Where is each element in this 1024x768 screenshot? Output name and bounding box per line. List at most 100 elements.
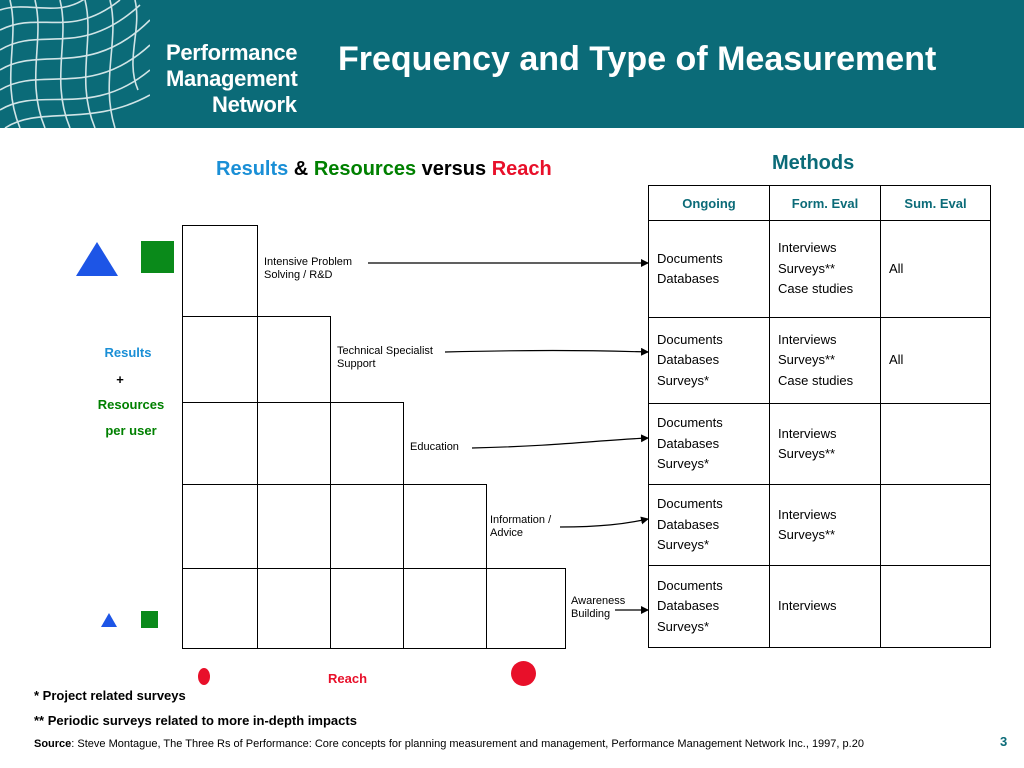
plus-label: + bbox=[116, 372, 124, 387]
header-bar: Performance Management Network Frequency… bbox=[0, 0, 1024, 128]
subtitle-reach: Reach bbox=[491, 158, 552, 180]
form-eval-cell: Interviews bbox=[769, 565, 881, 648]
source-text: : Steve Montague, The Three Rs of Perfor… bbox=[71, 738, 864, 750]
cell-line: Documents bbox=[657, 496, 723, 512]
source-label: Source bbox=[34, 738, 72, 750]
stair-cell bbox=[330, 568, 404, 649]
cell-line: Databases bbox=[657, 352, 720, 368]
subtitle-results: Results bbox=[216, 158, 289, 180]
methods-title: Methods bbox=[772, 152, 855, 174]
source-citation: Source: Steve Montague, The Three Rs of … bbox=[34, 738, 864, 750]
subtitle: Results & Resources versus Reach bbox=[216, 158, 552, 181]
footnote-2: ** Periodic surveys related to more in-d… bbox=[34, 713, 357, 728]
cell-line: Interviews bbox=[778, 598, 837, 614]
level-label-1: Intensive Problem Solving / R&D bbox=[264, 256, 353, 281]
stair-cell bbox=[257, 402, 331, 485]
cell-line: Interviews bbox=[778, 425, 837, 441]
cell-line: Surveys** bbox=[778, 527, 836, 542]
stair-cell bbox=[182, 316, 258, 403]
arrow-icon bbox=[471, 434, 649, 449]
stair-cell bbox=[182, 568, 258, 649]
header-ongoing: Ongoing bbox=[648, 185, 770, 221]
results-label: Results bbox=[104, 345, 152, 360]
stair-cell bbox=[330, 484, 404, 569]
subtitle-versus: versus bbox=[416, 158, 492, 180]
footnote-1: * Project related surveys bbox=[34, 688, 186, 703]
cell-line: Surveys* bbox=[657, 537, 710, 553]
page-number: 3 bbox=[1000, 734, 1008, 749]
header-form-eval: Form. Eval bbox=[769, 185, 881, 221]
sum-eval-cell: All bbox=[880, 317, 991, 404]
triangle-icon bbox=[76, 242, 118, 276]
level-label-4: Information / Advice bbox=[490, 514, 552, 539]
resources-label: Resources bbox=[97, 397, 165, 412]
subtitle-resources: Resources bbox=[313, 158, 417, 180]
cell-line: All bbox=[889, 352, 904, 368]
cell-line: Documents bbox=[657, 331, 723, 347]
logo-line-1: Performance bbox=[166, 40, 298, 65]
stair-cell bbox=[486, 568, 566, 649]
logo-line-2: Management bbox=[166, 66, 298, 91]
net-pattern-icon bbox=[0, 0, 150, 128]
stair-cell bbox=[403, 568, 487, 649]
cell-line: Documents bbox=[657, 577, 723, 593]
small-circle-icon bbox=[198, 668, 210, 685]
cell-line: Case studies bbox=[778, 281, 854, 297]
cell-line: Documents bbox=[657, 250, 723, 266]
level-label-2: Technical Specialist Support bbox=[337, 345, 433, 370]
sum-eval-cell bbox=[880, 565, 991, 648]
cell-line: Interviews bbox=[778, 240, 837, 256]
stair-cell bbox=[182, 225, 258, 317]
stair-cell bbox=[257, 568, 331, 649]
sum-eval-cell bbox=[880, 484, 991, 566]
cell-line: Databases bbox=[657, 516, 720, 532]
small-square-icon bbox=[141, 611, 158, 628]
sum-eval-cell: All bbox=[880, 220, 991, 318]
stair-cell bbox=[182, 402, 258, 485]
stair-cell bbox=[403, 484, 487, 569]
sum-eval-cell bbox=[880, 403, 991, 485]
cell-line: Surveys** bbox=[778, 260, 836, 276]
arrow-icon bbox=[444, 347, 649, 356]
stair-cell bbox=[257, 484, 331, 569]
cell-line: All bbox=[889, 260, 904, 276]
cell-line: Surveys* bbox=[657, 456, 710, 472]
cell-line: Databases bbox=[657, 598, 720, 614]
cell-line: Interviews bbox=[778, 331, 837, 347]
level-label-5: Awareness Building bbox=[571, 595, 626, 620]
cell-line: Databases bbox=[657, 271, 720, 286]
logo-line-3: Network bbox=[212, 92, 297, 117]
per-user-label: per user bbox=[105, 423, 157, 438]
stair-cell bbox=[330, 402, 404, 485]
cell-line: Case studies bbox=[778, 372, 854, 388]
cell-line: Documents bbox=[657, 415, 723, 431]
small-triangle-icon bbox=[101, 613, 117, 627]
cell-line: Interviews bbox=[778, 506, 837, 522]
cell-line: Surveys** bbox=[778, 446, 836, 461]
cell-line: Databases bbox=[657, 435, 720, 451]
arrow-icon bbox=[559, 516, 649, 528]
square-icon bbox=[141, 241, 174, 273]
cell-line: Surveys** bbox=[778, 352, 836, 368]
header-sum-eval: Sum. Eval bbox=[880, 185, 991, 221]
level-label-3: Education bbox=[410, 441, 459, 453]
stair-cell bbox=[182, 484, 258, 569]
reach-label: Reach bbox=[327, 671, 368, 686]
cell-line: Surveys* bbox=[657, 372, 710, 388]
stair-cell bbox=[257, 316, 331, 403]
circle-icon bbox=[511, 661, 536, 686]
logo: Performance Management Network bbox=[166, 40, 306, 118]
